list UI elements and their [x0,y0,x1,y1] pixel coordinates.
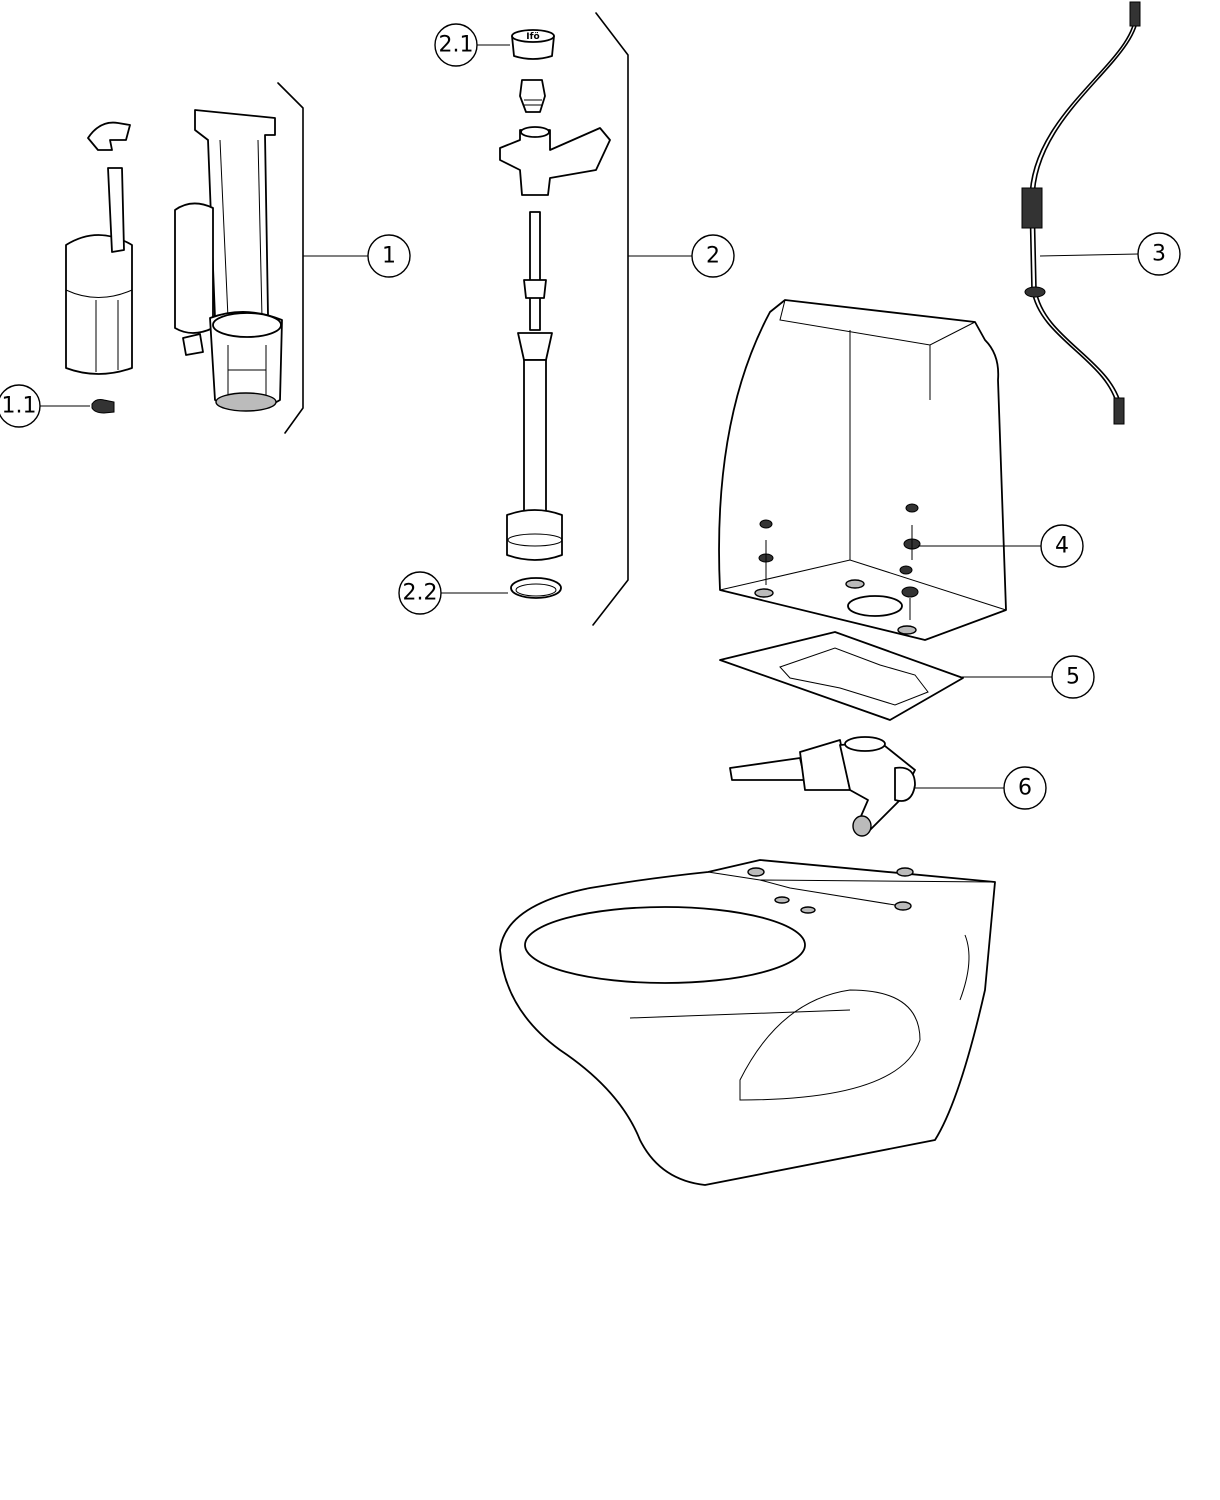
callout-3: 3 [1137,232,1181,276]
part-2-1-cap: Ifö [511,29,555,60]
callout-2-2: 2.2 [398,571,442,615]
part-1-fill-valve [65,82,304,434]
toilet-bowl [499,859,996,1186]
callout-6: 6 [1003,766,1047,810]
part-3-hose [1021,1,1141,425]
callout-2: 2 [691,234,735,278]
svg-text:4: 4 [1055,534,1069,559]
part-4-bolts [758,503,921,620]
svg-text:5: 5 [1066,665,1080,690]
svg-text:3: 3 [1152,242,1166,267]
part-1-1-screw [91,399,115,414]
callout-1-1: 1.1 [0,384,41,428]
bracket-2 [592,12,629,626]
callout-4: 4 [1040,524,1084,568]
svg-text:1: 1 [382,244,396,269]
cap-logo: Ifö [526,32,539,42]
callout-2-1: 2.1 [434,23,478,67]
svg-text:2.2: 2.2 [403,581,438,606]
part-5-gasket [719,631,964,721]
svg-text:6: 6 [1018,776,1032,801]
svg-text:2.1: 2.1 [439,33,474,58]
svg-text:2: 2 [706,244,720,269]
callout-1: 1 [367,234,411,278]
cistern-tank [718,299,1007,641]
svg-text:1.1: 1.1 [2,394,37,419]
part-2-flush-valve [499,12,629,626]
part-2-2-seal-ring [510,577,562,599]
leader-lines [40,44,1139,789]
bracket-1 [277,82,304,434]
part-6-flush-pipe [729,736,916,837]
callout-5: 5 [1051,655,1095,699]
